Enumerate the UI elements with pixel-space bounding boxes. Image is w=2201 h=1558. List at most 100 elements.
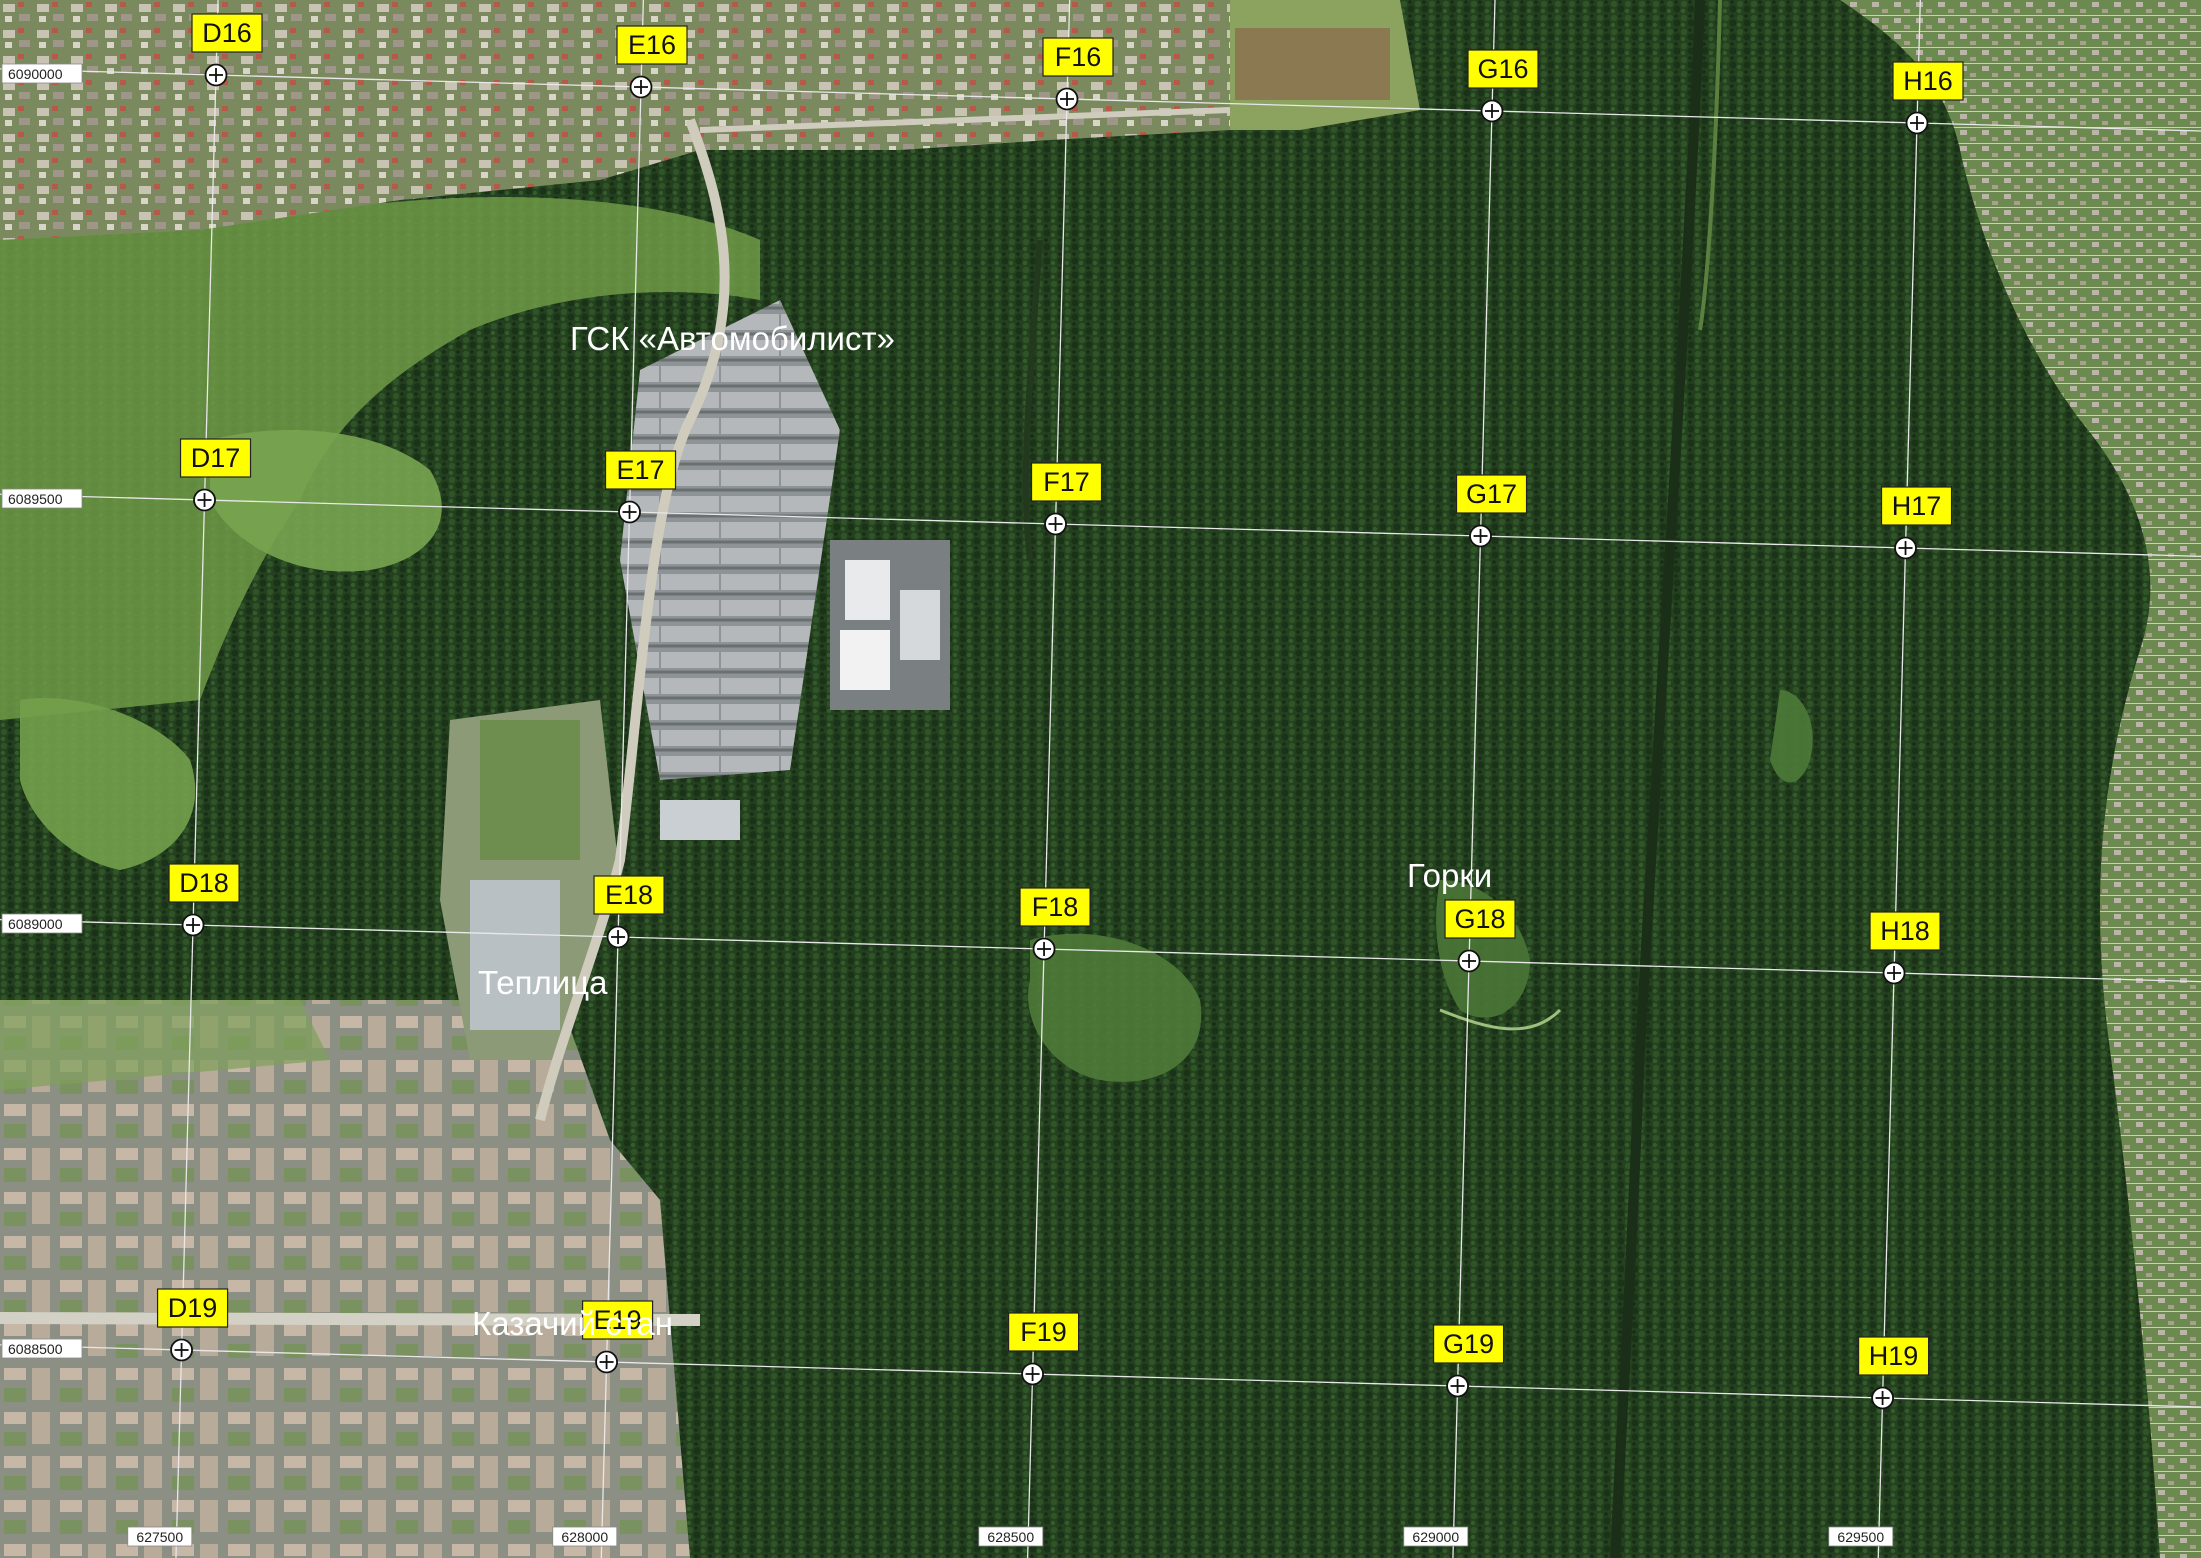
grid-marker-e16[interactable]: E16 (616, 25, 688, 99)
grid-line-row-18 (0, 918, 2201, 983)
svg-text:627500: 627500 (136, 1529, 183, 1545)
grid-marker-f16[interactable]: F16 (1042, 37, 1114, 111)
crosshair-circle-icon (1469, 524, 1492, 548)
easting-label: 627500 (127, 1526, 193, 1547)
northing-label: 6089000 (1, 913, 83, 934)
marker-label-box (168, 863, 240, 903)
crosshair-circle-icon (1882, 961, 1906, 985)
svg-text:629500: 629500 (1837, 1529, 1884, 1545)
crosshair-circle-icon (1905, 111, 1929, 135)
marker-label: D18 (179, 868, 229, 898)
grid-line-row-17 (0, 493, 2201, 557)
marker-label-box (1007, 1312, 1080, 1352)
marker-label: D16 (202, 18, 252, 48)
crosshair-circle-icon (1044, 512, 1067, 536)
grid-marker-f18[interactable]: F18 (1019, 887, 1091, 961)
marker-label-box (581, 1300, 654, 1340)
crosshair-circle-icon (204, 63, 228, 87)
marker-label-box (1432, 1324, 1505, 1364)
crosshair-circle-icon (1894, 536, 1917, 560)
crosshair-circle-icon (1446, 1374, 1469, 1398)
marker-label-box (1869, 911, 1941, 951)
grid-marker-d16[interactable]: D16 (191, 13, 263, 87)
crosshair-circle-icon (595, 1350, 618, 1374)
grid-marker-g18[interactable]: G18 (1444, 899, 1516, 973)
place-label-kazachiy-stan: Казачий стан (472, 1305, 673, 1342)
marker-label: F16 (1055, 42, 1102, 72)
marker-label: F18 (1032, 892, 1079, 922)
grid-marker-d19[interactable]: D19 (156, 1288, 229, 1362)
marker-label: G19 (1443, 1329, 1494, 1359)
marker-label: H18 (1880, 916, 1930, 946)
northing-label: 6089500 (1, 488, 83, 509)
marker-label: H19 (1869, 1341, 1919, 1371)
marker-label: G17 (1466, 479, 1517, 509)
crosshair-circle-icon (1032, 937, 1056, 961)
marker-label: D19 (168, 1293, 218, 1323)
marker-label: H16 (1903, 66, 1953, 96)
grid-marker-d18[interactable]: D18 (168, 863, 240, 937)
grid-marker-h18[interactable]: H18 (1869, 911, 1941, 985)
crosshair-circle-icon (1021, 1362, 1044, 1386)
marker-label-box (191, 13, 263, 53)
grid-line-col-G (1452, 0, 1496, 1558)
grid-marker-e19[interactable]: E19 (581, 1300, 654, 1374)
easting-label: 629500 (1828, 1526, 1894, 1547)
marker-label-box (1042, 37, 1114, 77)
place-label-teplitsa: Теплица (478, 964, 608, 1001)
easting-label: 628000 (552, 1526, 618, 1547)
crosshair-circle-icon (170, 1338, 193, 1362)
crosshair-circle-icon (618, 500, 641, 524)
grid-marker-g19[interactable]: G19 (1432, 1324, 1505, 1398)
marker-label: E19 (594, 1305, 642, 1335)
grid-marker-e18[interactable]: E18 (593, 875, 665, 949)
grid-marker-g17[interactable]: G17 (1455, 474, 1528, 548)
marker-label-box (616, 25, 688, 65)
crosshair-circle-icon (629, 75, 653, 99)
marker-label-box (1019, 887, 1091, 927)
grid-line-col-H (1877, 0, 1921, 1558)
grid-line-row-16 (0, 68, 2201, 132)
marker-label-box (179, 438, 252, 478)
easting-label: 628500 (978, 1526, 1044, 1547)
svg-text:629000: 629000 (1412, 1529, 1459, 1545)
grid-marker-h17[interactable]: H17 (1880, 486, 1953, 560)
svg-text:6089500: 6089500 (8, 491, 63, 507)
marker-label: F19 (1020, 1317, 1067, 1347)
crosshair-circle-icon (1457, 949, 1481, 973)
grid-marker-f17[interactable]: F17 (1030, 462, 1103, 536)
marker-label: E18 (605, 880, 653, 910)
easting-label: 629000 (1403, 1526, 1469, 1547)
marker-label-box (1892, 61, 1964, 101)
marker-label-box (156, 1288, 229, 1328)
marker-label-box (1030, 462, 1103, 502)
grid-marker-h16[interactable]: H16 (1892, 61, 1964, 135)
marker-label: G16 (1477, 54, 1528, 84)
marker-label: F17 (1043, 467, 1090, 497)
svg-text:628500: 628500 (987, 1529, 1034, 1545)
grid-marker-d17[interactable]: D17 (179, 438, 252, 512)
grid-marker-h19[interactable]: H19 (1857, 1336, 1930, 1410)
grid-marker-g16[interactable]: G16 (1467, 49, 1539, 123)
place-label-gsk: ГСК «Автомобилист» (570, 320, 895, 357)
crosshair-circle-icon (606, 925, 630, 949)
crosshair-circle-icon (1871, 1386, 1894, 1410)
crosshair-circle-icon (193, 488, 216, 512)
svg-text:6089000: 6089000 (8, 916, 63, 932)
marker-label: E17 (617, 455, 665, 485)
crosshair-circle-icon (1480, 99, 1504, 123)
grid-marker-f19[interactable]: F19 (1007, 1312, 1080, 1386)
grid-line-col-E (600, 0, 644, 1558)
northing-label: 6088500 (1, 1338, 83, 1359)
crosshair-circle-icon (1055, 87, 1079, 111)
marker-label-box (1444, 899, 1516, 939)
svg-text:628000: 628000 (561, 1529, 608, 1545)
marker-label-box (1455, 474, 1528, 514)
marker-label: G18 (1455, 904, 1506, 934)
grid-line-row-19 (0, 1344, 2201, 1408)
svg-text:6088500: 6088500 (8, 1341, 63, 1357)
grid-marker-e17[interactable]: E17 (604, 450, 677, 524)
